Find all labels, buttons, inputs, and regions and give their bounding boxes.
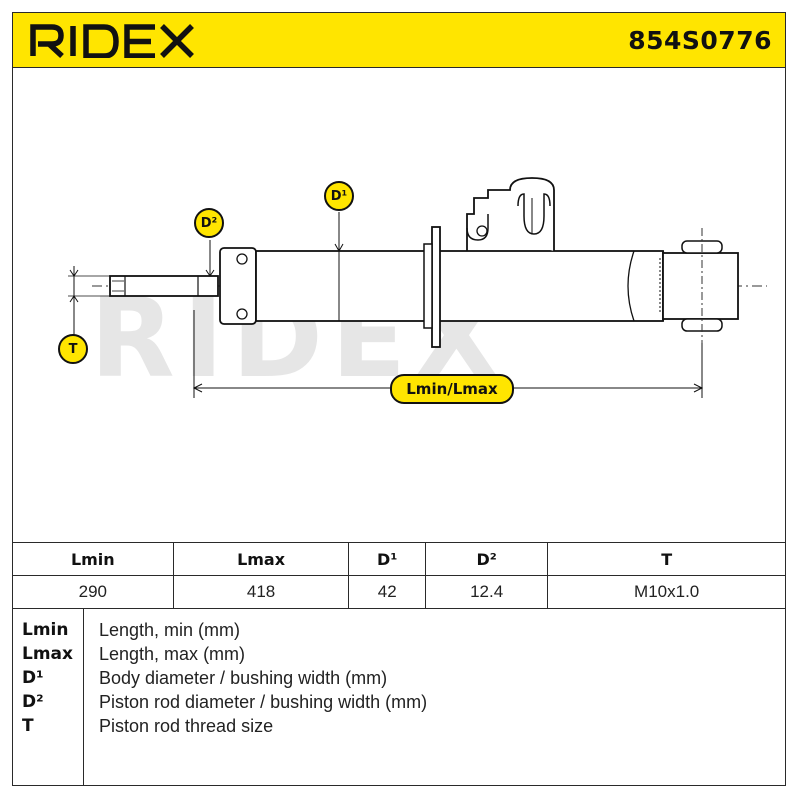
legend-item: D¹ Body diameter / bushing width (mm) bbox=[12, 668, 786, 692]
legend-key: Lmax bbox=[22, 644, 73, 664]
specs-value-lmin: 290 bbox=[12, 575, 174, 609]
t-badge: T bbox=[58, 334, 88, 364]
d1-badge: D¹ bbox=[324, 181, 354, 211]
ridex-logo-icon bbox=[30, 24, 194, 59]
legend-desc: Piston rod diameter / bushing width (mm) bbox=[99, 692, 428, 712]
legend-desc: Length, max (mm) bbox=[99, 644, 246, 664]
length-badge: Lmin/Lmax bbox=[390, 374, 514, 404]
specs-table: Lmin Lmax D¹ D² T 290 418 42 12.4 M10x1.… bbox=[12, 542, 786, 609]
specs-header-d1: D¹ bbox=[348, 542, 426, 576]
legend-key: D¹ bbox=[22, 668, 44, 688]
specs-value-lmax: 418 bbox=[172, 575, 350, 609]
legend-desc: Body diameter / bushing width (mm) bbox=[99, 668, 388, 688]
specs-value-d2: 12.4 bbox=[424, 575, 549, 609]
legend-desc: Piston rod thread size bbox=[99, 716, 274, 736]
damper-body bbox=[255, 250, 664, 322]
legend-item: D² Piston rod diameter / bushing width (… bbox=[12, 692, 786, 716]
specs-value-t: M10x1.0 bbox=[547, 575, 786, 609]
spring-plate bbox=[431, 226, 441, 348]
d2-badge: D² bbox=[194, 208, 224, 238]
legend-key: D² bbox=[22, 692, 44, 712]
legend-item: T Piston rod thread size bbox=[12, 716, 786, 740]
specs-value-row: 290 418 42 12.4 M10x1.0 bbox=[12, 575, 786, 609]
shock-absorber-diagram: RIDEX bbox=[12, 68, 786, 542]
brand-logo bbox=[30, 22, 200, 62]
legend-item: Lmax Length, max (mm) bbox=[12, 644, 786, 668]
legend-key: Lmin bbox=[22, 620, 69, 640]
legend: Lmin Length, min (mm) Lmax Length, max (… bbox=[12, 608, 786, 786]
legend-item: Lmin Length, min (mm) bbox=[12, 620, 786, 644]
piston-rod bbox=[109, 275, 219, 297]
specs-value-d1: 42 bbox=[348, 575, 426, 609]
part-number: 854S0776 bbox=[628, 26, 772, 55]
shock-absorber-drawing: RIDEX bbox=[68, 177, 767, 402]
specs-header-lmin: Lmin bbox=[12, 542, 174, 576]
legend-key: T bbox=[22, 716, 34, 736]
specs-header-lmax: Lmax bbox=[172, 542, 350, 576]
legend-divider bbox=[83, 608, 84, 786]
legend-desc: Length, min (mm) bbox=[99, 620, 241, 640]
specs-header-d2: D² bbox=[424, 542, 549, 576]
lower-eye-bushing bbox=[662, 252, 739, 320]
specs-header-row: Lmin Lmax D¹ D² T bbox=[12, 542, 786, 576]
specs-header-t: T bbox=[547, 542, 786, 576]
